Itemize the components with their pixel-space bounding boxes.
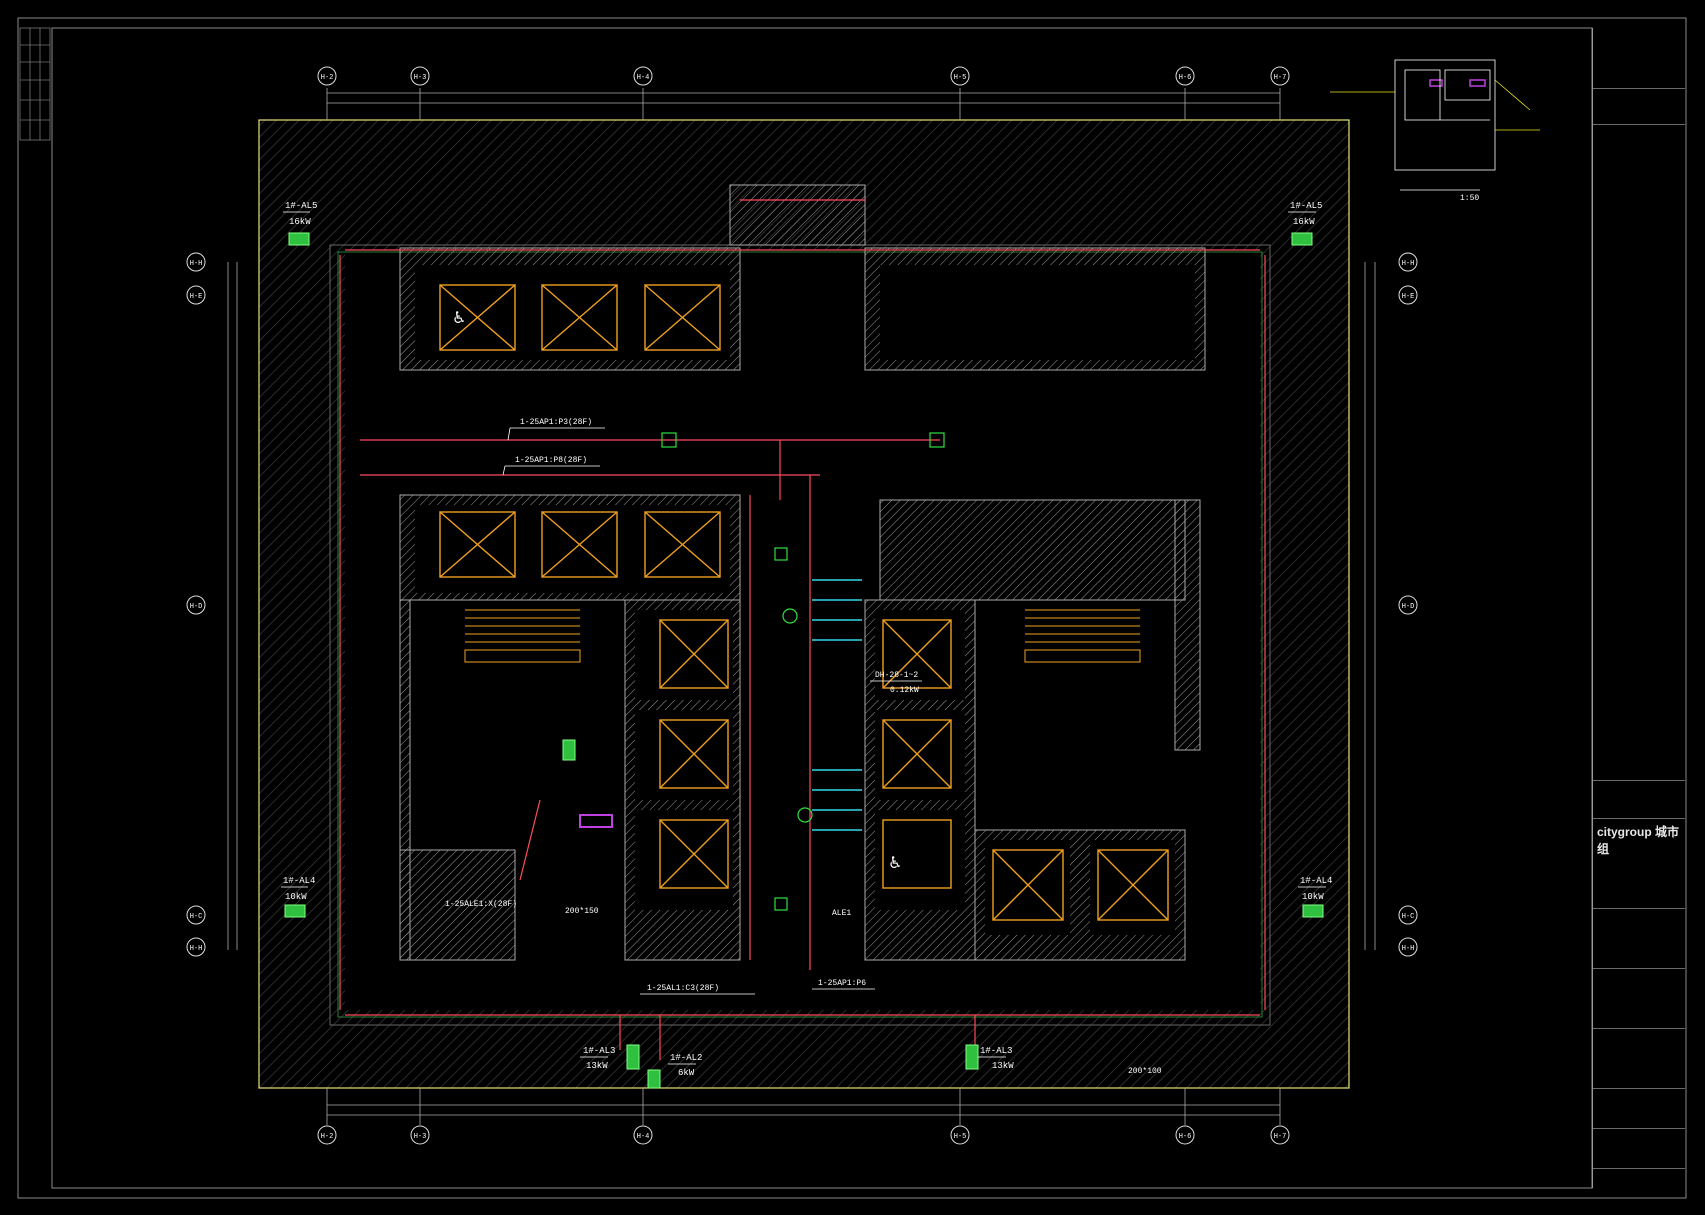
circuit-label-ap1-p6: 1-25AP1:P6: [818, 979, 866, 988]
axis-right-1: H-H: [1402, 260, 1415, 268]
axis-right-5: H-H: [1402, 945, 1415, 953]
panel-power-mid-right: 10kW: [1302, 892, 1324, 902]
detail-plan: [1330, 59, 1540, 191]
panel-power-top-left: 16kW: [289, 217, 311, 227]
axis-left-2: H-E: [190, 293, 203, 301]
grid-axis-top: [317, 66, 1290, 86]
cable-tray-size-b: 200*100: [1128, 1067, 1162, 1076]
grid-axis-left: [186, 252, 206, 957]
cable-tray-size-a: 200*150: [565, 907, 599, 916]
dimension-lines: [227, 88, 1376, 1125]
panel-ale1-label: ALE1: [832, 909, 851, 918]
axis-top-4: H-5: [954, 74, 967, 82]
axis-top-3: H-4: [637, 74, 650, 82]
panel-power-mid-left: 10kW: [285, 892, 307, 902]
circuit-label-p8: 1-25AP1:P8(28F): [515, 456, 587, 465]
sheet-frame: [17, 17, 1687, 1199]
circuit-label-al1-c3: 1-25AL1:C3(28F): [647, 984, 719, 993]
panel-power-bottom-left: 13kW: [586, 1061, 608, 1071]
axis-right-2: H-E: [1402, 293, 1415, 301]
axis-left-1: H-H: [190, 260, 203, 268]
revision-strip: [19, 27, 51, 141]
axis-top-2: H-3: [414, 74, 427, 82]
accessible-icon: ♿ ♿: [452, 308, 902, 872]
title-block: citygroup 城市组: [1592, 28, 1685, 1188]
axis-bottom-1: H-2: [321, 1133, 334, 1141]
panel-label-bottom-mid: 1#-AL2: [670, 1053, 702, 1063]
panel-label-top-left: 1#-AL5: [285, 201, 317, 211]
company-logo: citygroup 城市组: [1597, 825, 1680, 856]
elevator-shafts: [439, 284, 1169, 921]
axis-left-4: H-C: [190, 913, 203, 921]
axis-bottom-4: H-5: [954, 1133, 967, 1141]
axis-bottom-2: H-3: [414, 1133, 427, 1141]
panel-label-top-right: 1#-AL5: [1290, 201, 1322, 211]
circuit-label-dh: DH-28-1~2: [875, 671, 918, 680]
panel-label-mid-left: 1#-AL4: [283, 876, 315, 886]
axis-top-6: H-7: [1274, 74, 1287, 82]
panel-label-mid-right: 1#-AL4: [1300, 876, 1332, 886]
stairs: [464, 609, 1141, 663]
panel-label-bottom-left: 1#-AL3: [583, 1046, 615, 1056]
panel-power-bottom-right: 13kW: [992, 1061, 1014, 1071]
svg-text:♿: ♿: [452, 308, 466, 327]
junction-boxes: [661, 432, 945, 911]
fixtures: [579, 79, 1486, 831]
axis-left-5: H-H: [190, 945, 203, 953]
svg-text:♿: ♿: [888, 853, 902, 872]
panel-label-bottom-right: 1#-AL3: [980, 1046, 1012, 1056]
panel-power-top-right: 16kW: [1293, 217, 1315, 227]
axis-top-1: H-2: [321, 74, 334, 82]
axis-left-3: H-D: [190, 603, 203, 611]
axis-bottom-5: H-6: [1179, 1133, 1192, 1141]
axis-bottom-6: H-7: [1274, 1133, 1287, 1141]
conduit-runs: [339, 199, 1266, 1060]
circuit-label-ale1-x: 1-25ALE1:X(28F): [445, 900, 517, 909]
grid-axis-right: [1398, 252, 1418, 957]
axis-right-3: H-D: [1402, 603, 1415, 611]
elevator-power-label: 0.12kW: [890, 686, 919, 695]
detail-scale: 1:50: [1460, 194, 1479, 203]
distribution-panels: [284, 232, 1324, 1089]
axis-bottom-3: H-4: [637, 1133, 650, 1141]
axis-top-5: H-6: [1179, 74, 1192, 82]
grid-axis-bottom: [317, 1125, 1290, 1145]
panel-power-bottom-mid: 6kW: [678, 1068, 695, 1078]
circuit-label-p3: 1-25AP1:P3(28F): [520, 418, 592, 427]
axis-right-4: H-C: [1402, 913, 1415, 921]
